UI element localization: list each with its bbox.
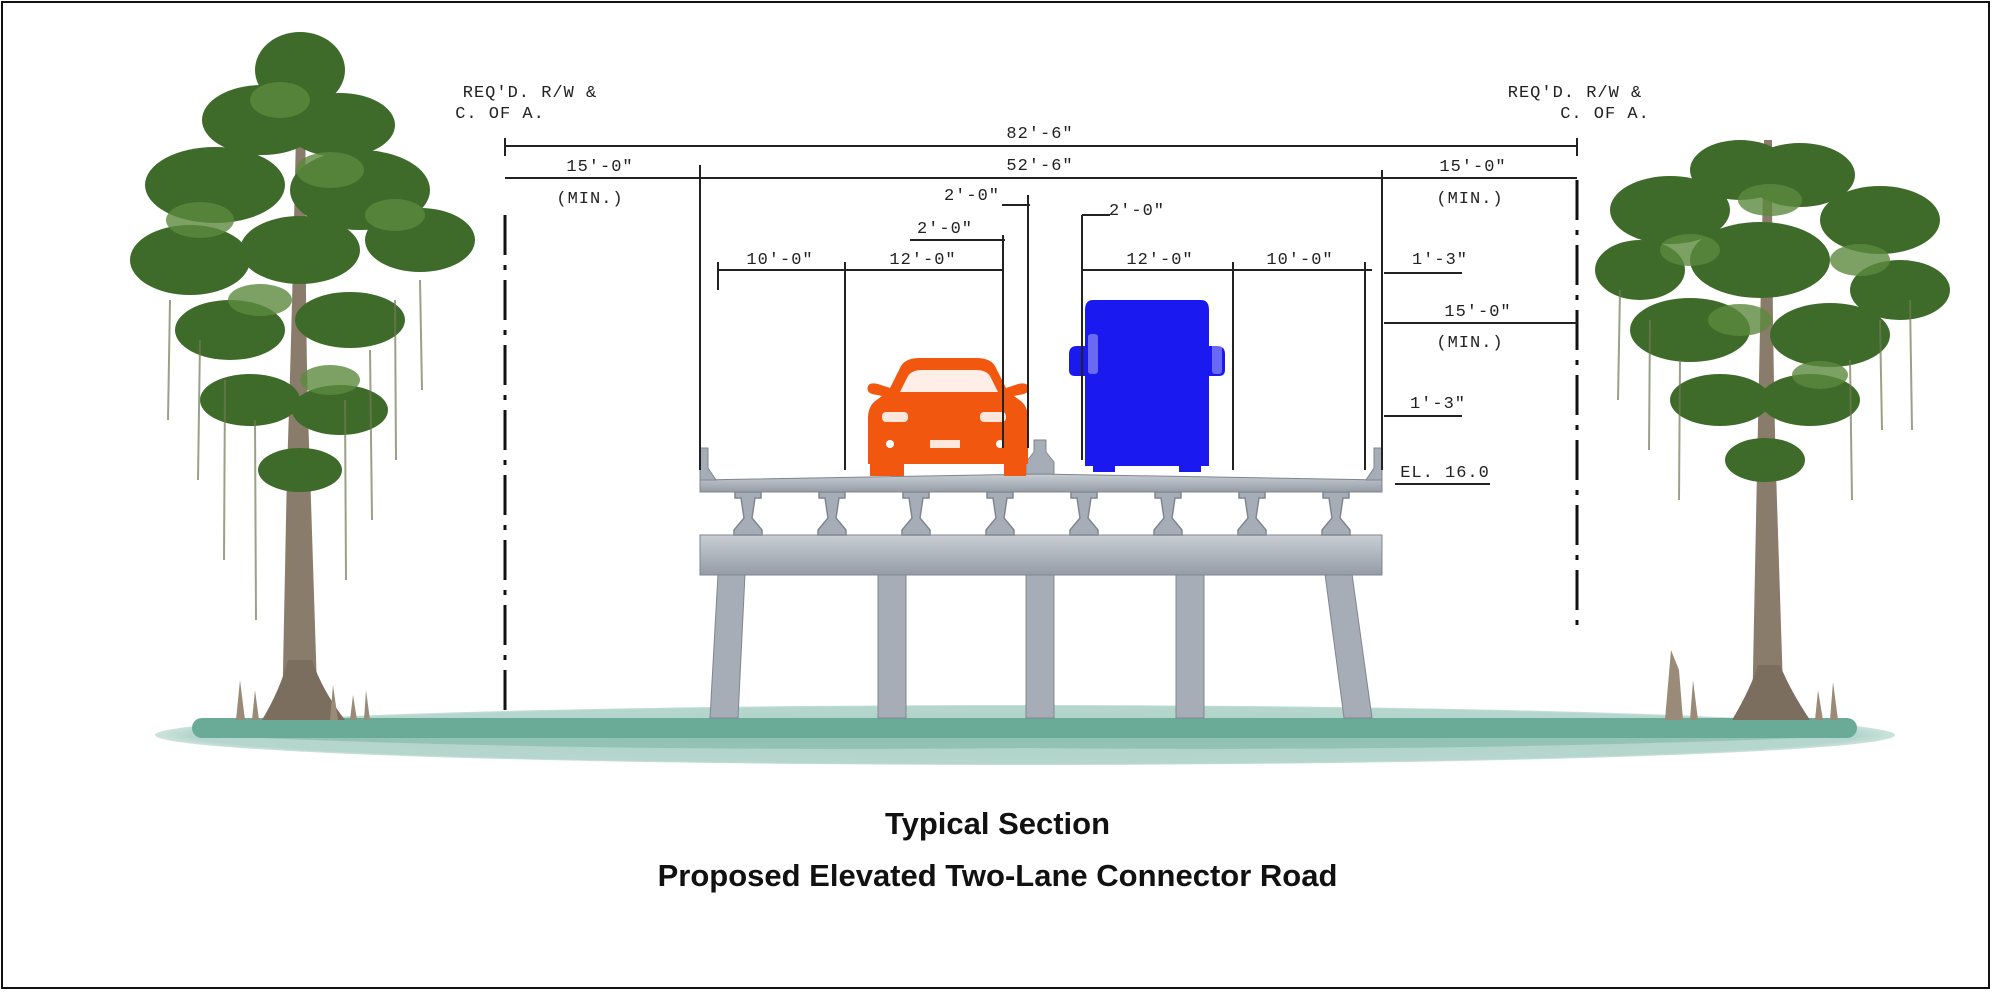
dimension-labels: REQ'D. R/W & C. OF A. REQ'D. R/W & C. OF… bbox=[455, 84, 1650, 483]
right-row-label-line1: REQ'D. R/W & bbox=[1508, 84, 1642, 103]
left-row-label-line1: REQ'D. R/W & bbox=[463, 84, 597, 103]
bridge-structure bbox=[699, 439, 1383, 719]
barrier-offset-top-label: 1'-3" bbox=[1412, 251, 1468, 270]
median-left-inner-label: 2'-0" bbox=[917, 220, 973, 239]
left-lane-label: 12'-0" bbox=[889, 251, 956, 270]
bent-cap bbox=[699, 534, 1383, 576]
bent-column bbox=[877, 573, 907, 719]
right-tree-illustration bbox=[1595, 140, 1950, 720]
bridge-deck bbox=[699, 473, 1383, 493]
bent-column bbox=[1025, 573, 1055, 719]
figure-title: Typical Section bbox=[884, 806, 1111, 841]
bent-column bbox=[709, 573, 746, 719]
total-width-label: 82'-6" bbox=[1006, 125, 1073, 144]
figure-subtitle: Proposed Elevated Two-Lane Connector Roa… bbox=[657, 858, 1338, 893]
right-buffer-min-label: (MIN.) bbox=[1436, 190, 1503, 209]
left-barrier bbox=[699, 447, 717, 481]
left-row-label-line2: C. OF A. bbox=[455, 105, 545, 124]
car-illustration bbox=[867, 358, 1029, 476]
median-barrier bbox=[1025, 439, 1055, 475]
elevation-label: EL. 16.0 bbox=[1400, 464, 1490, 483]
ground bbox=[155, 705, 1895, 765]
bent-column bbox=[1324, 573, 1373, 719]
left-tree-illustration bbox=[130, 32, 475, 720]
left-buffer-label: 15'-0" bbox=[566, 158, 633, 177]
right-buffer-label: 15'-0" bbox=[1439, 158, 1506, 177]
right-lane-label: 12'-0" bbox=[1126, 251, 1193, 270]
right-clear-min-label: (MIN.) bbox=[1436, 334, 1503, 353]
right-shoulder-label: 10'-0" bbox=[1266, 251, 1333, 270]
truck-illustration bbox=[1069, 300, 1225, 472]
girders bbox=[733, 491, 1351, 536]
right-barrier bbox=[1365, 447, 1383, 481]
left-shoulder-label: 10'-0" bbox=[746, 251, 813, 270]
right-clear-label: 15'-0" bbox=[1444, 303, 1511, 322]
bent-column bbox=[1175, 573, 1205, 719]
deck-width-label: 52'-6" bbox=[1006, 157, 1073, 176]
row-lines bbox=[503, 180, 1579, 712]
barrier-offset-bottom-label: 1'-3" bbox=[1410, 395, 1466, 414]
median-right-label: 2'-0" bbox=[1109, 202, 1165, 221]
median-left-top-label: 2'-0" bbox=[944, 187, 1000, 206]
left-buffer-min-label: (MIN.) bbox=[556, 190, 623, 209]
right-row-label-line2: C. OF A. bbox=[1560, 105, 1650, 124]
dimension-lines bbox=[504, 138, 1578, 485]
